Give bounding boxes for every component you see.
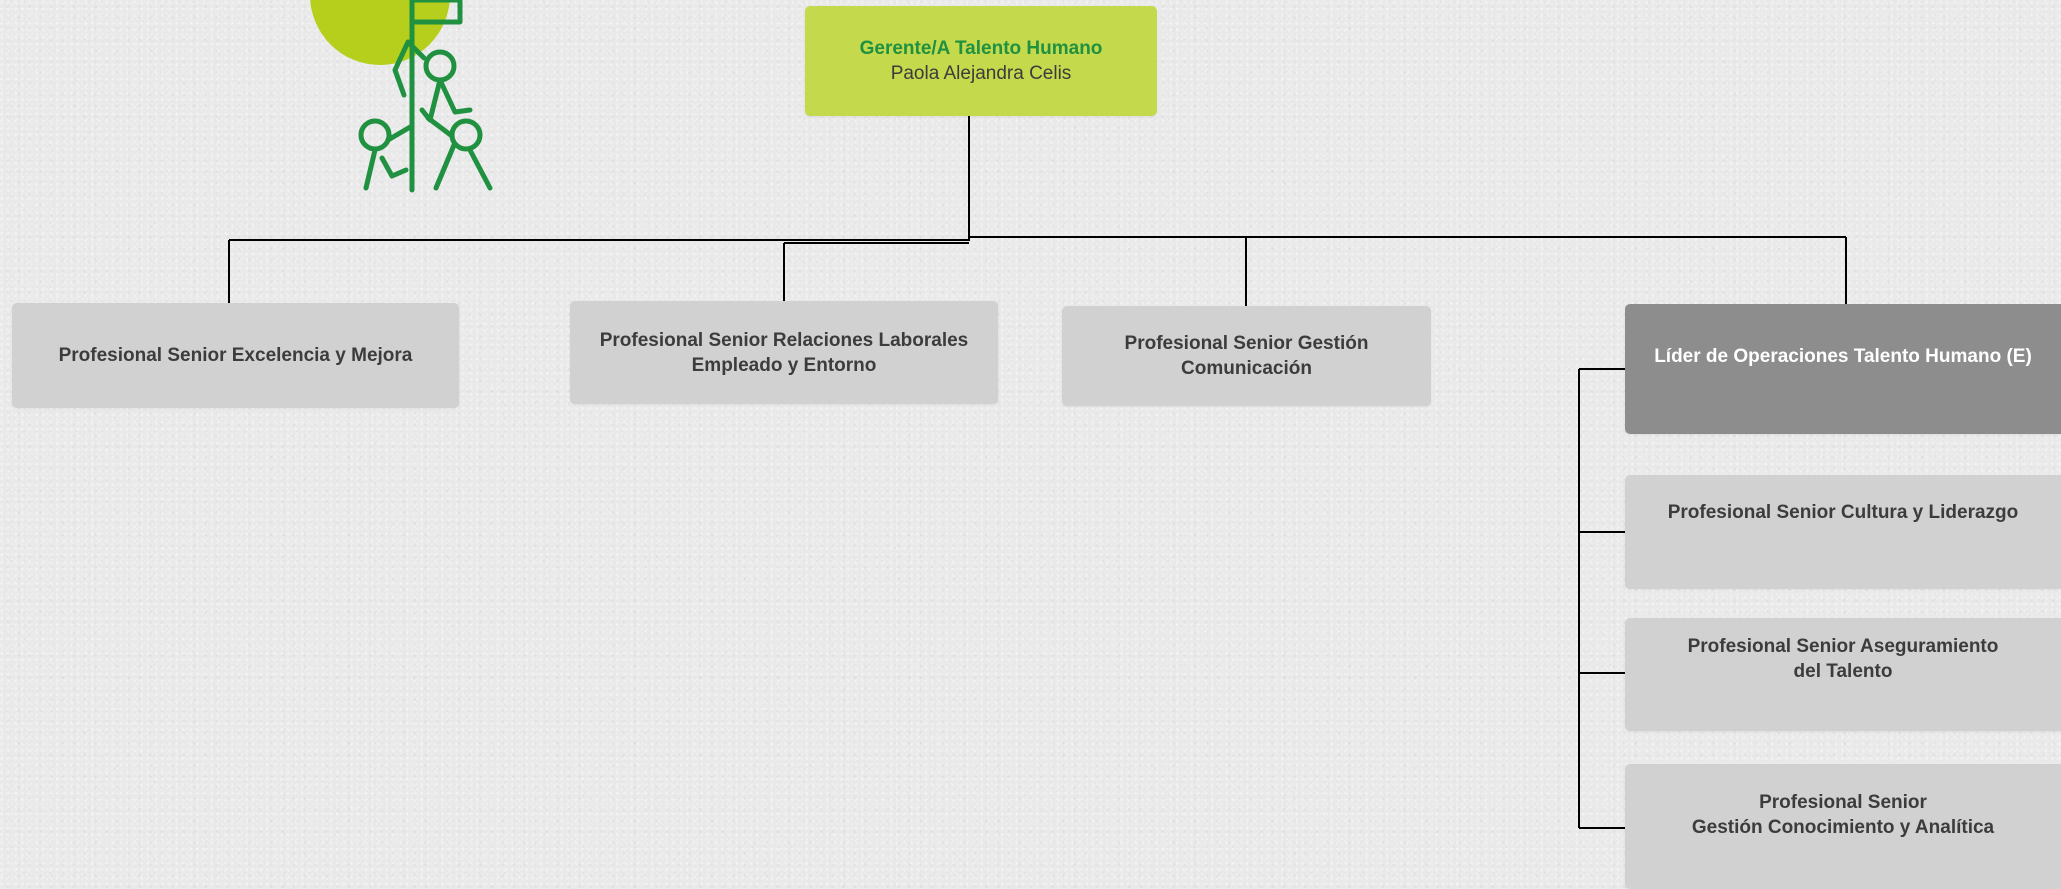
node-label: Profesional Senior Cultura y Liderazgo: [1667, 502, 2019, 523]
org-node-excelencia-mejora: Profesional Senior Excelencia y Mejora: [12, 303, 459, 408]
root-name: Paola Alejandra Celis: [890, 63, 1072, 84]
node-label-line2: del Talento: [1793, 661, 1893, 682]
node-label: Profesional Senior Aseguramiento: [1687, 636, 1999, 657]
node-label: Profesional Senior Gestión: [1124, 333, 1369, 354]
org-node-aseguramiento-talento: Profesional Senior Aseguramiento del Tal…: [1625, 618, 2061, 731]
root-title: Gerente/A Talento Humano: [859, 38, 1103, 59]
org-node-conocimiento-analitica: Profesional Senior Gestión Conocimiento …: [1625, 764, 2061, 889]
node-label-line2: Empleado y Entorno: [691, 354, 877, 376]
org-node-gestion-comunicacion: Profesional Senior Gestión Comunicación: [1062, 306, 1431, 406]
org-node-relaciones-laborales: Profesional Senior Relaciones Laborales …: [570, 301, 998, 404]
node-label-line2: Comunicación: [1181, 358, 1312, 379]
node-label: Profesional Senior: [1759, 792, 1927, 813]
team-climbing-flag-icon: [310, 0, 493, 193]
node-label: Líder de Operaciones Talento Humano (E): [1654, 346, 2032, 367]
org-node-cultura-liderazgo: Profesional Senior Cultura y Liderazgo: [1625, 475, 2061, 589]
org-node-lider-operaciones: Líder de Operaciones Talento Humano (E): [1625, 304, 2061, 434]
node-label: Profesional Senior Relaciones Laborales: [599, 329, 969, 351]
org-node-root: Gerente/A Talento Humano Paola Alejandra…: [805, 6, 1157, 116]
node-label-line2: Gestión Conocimiento y Analítica: [1691, 817, 1995, 838]
node-label: Profesional Senior Excelencia y Mejora: [58, 345, 413, 366]
